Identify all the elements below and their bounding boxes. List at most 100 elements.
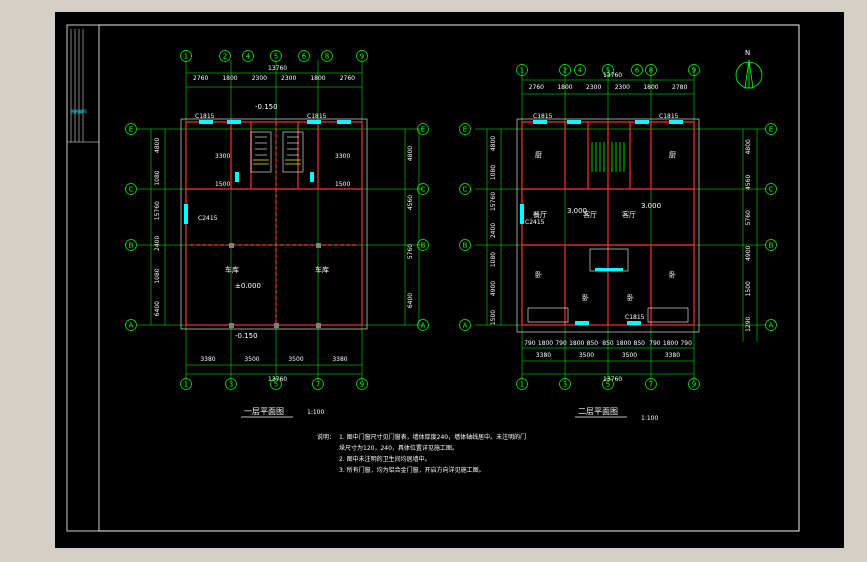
- plan1-top-axis-4: 6: [302, 53, 307, 61]
- plan2-bottom-axis-3-bubble: [645, 378, 657, 390]
- plan1-top-dim-1: 1800: [222, 75, 237, 82]
- plan1-bottom-total: 13760: [268, 376, 287, 383]
- plan1-top-axis-0-bubble: [180, 50, 192, 62]
- plan1-top-axis-2: 4: [246, 53, 251, 61]
- plan1-level-top: -0.150: [255, 103, 278, 111]
- plan2-row-axis-right-2-bubble: [765, 239, 777, 251]
- plan1-row-axis-left-2: B: [129, 242, 134, 250]
- plan1-dim-hall-1: 1500: [215, 181, 230, 188]
- plan2-row-axis-left-2: B: [463, 242, 468, 250]
- plan2-top-dim-5: 2780: [672, 84, 687, 91]
- plan2-room-kitchen-1: 厨: [535, 151, 542, 159]
- plan2-top-axis-0: 1: [520, 67, 524, 75]
- plan1-bottom-axis-4: 9: [360, 381, 364, 389]
- plan1-bottom-axis-1-bubble: [225, 378, 237, 390]
- plan2-left-dim-5: 4900: [490, 281, 497, 296]
- plan2-left-dim-2: 15760: [490, 192, 497, 211]
- plan2-row-axis-right-3: A: [769, 322, 774, 330]
- plan2-top-axis-3: 5: [606, 67, 610, 75]
- plan1-row-axis-right-2-bubble: [417, 239, 429, 251]
- drawing-viewport[interactable]: 图纸编号: [55, 12, 844, 548]
- plan2-row-axis-left-3: A: [463, 322, 468, 330]
- plan1-right-dim-1: 4560: [407, 195, 414, 210]
- plan2-top-axis-4: 6: [635, 67, 640, 75]
- plan2-left-dim-6: 1500: [490, 310, 497, 325]
- plan1-row-axis-left-3-bubble: [125, 319, 137, 331]
- plan2-bottom-sub-dim-5: 850: [602, 340, 614, 347]
- plan1-dim-hall-2: 1500: [335, 181, 350, 188]
- plan1-bottom-axis-2: 5: [274, 381, 278, 389]
- plan2-row-axis-left-2-bubble: [459, 239, 471, 251]
- title-strip: [67, 29, 99, 143]
- plan1-columns: [229, 243, 321, 328]
- plan2-top-axis-5-bubble: [645, 64, 657, 76]
- plan1-top-axis-6: 9: [360, 53, 364, 61]
- plan2-room-bed-3: 卧: [627, 294, 634, 302]
- plan1-left-dim-4: 1080: [154, 268, 161, 283]
- plan1-window-code-1: C1815: [195, 113, 215, 120]
- plan1-left-dim-0: 4800: [154, 138, 161, 153]
- plan2-top-dim-4: 1800: [643, 84, 658, 91]
- plan2-bottom-dim-0: 3380: [536, 352, 551, 359]
- plan2-room-living-2: 客厅: [622, 210, 636, 219]
- plan2-bottom-sub-dim-3: 1800: [569, 340, 584, 347]
- frame-label: 图纸编号: [71, 108, 87, 114]
- plan2-left-dim-3: 2400: [490, 223, 497, 238]
- plan1-row-axis-left-0: E: [129, 126, 133, 134]
- plan2-bottom-dim-2: 3500: [622, 352, 637, 359]
- plan2-right-dim-4: 1500: [745, 281, 752, 296]
- plan1-room-garage-2: 车库: [315, 265, 329, 274]
- plan2-top-axis-0-bubble: [516, 64, 528, 76]
- plan2-bottom-dim-3: 3380: [665, 352, 680, 359]
- plan1-bottom-axis-4-bubble: [356, 378, 368, 390]
- plan1-row-axis-right-2: B: [421, 242, 426, 250]
- plan2-bottom-axis-0-bubble: [516, 378, 528, 390]
- plan2-row-axis-left-0: E: [463, 126, 467, 134]
- plan1-bottom-dim-1: 3500: [244, 356, 259, 363]
- plan2-bottom-sub-dim-9: 1800: [663, 340, 678, 347]
- plan2-top-total: 13760: [603, 72, 622, 79]
- plan1-right-dim-3: 6400: [407, 293, 414, 308]
- plan2-bottom-axis-2: 5: [606, 381, 610, 389]
- plan2-bottom-sub-dim-0: 790: [524, 340, 536, 347]
- plan2-window-code-1: C1815: [533, 113, 553, 120]
- plan2-bottom-axis-1-bubble: [559, 378, 571, 390]
- plan2-bottom-sub-dim-8: 790: [649, 340, 661, 347]
- plan1-top-dim-2: 2300: [252, 75, 267, 82]
- plan2-top-dim-3: 2300: [615, 84, 630, 91]
- notes-line-2: 垛尺寸为120，240，具体位置详见施工图。: [339, 444, 458, 452]
- plan1-window-code-2: C1815: [307, 113, 327, 120]
- plan2-title: 二层平面图: [578, 407, 618, 416]
- plan2-room-kitchen-2: 厨: [669, 151, 676, 159]
- plan2-top-axis-2-bubble: [574, 64, 586, 76]
- plan2-grid: [475, 67, 765, 382]
- plan2-left-dim-1: 1080: [490, 165, 497, 180]
- plan2-row-axis-right-0-bubble: [765, 123, 777, 135]
- plan1-left-dim-1: 1080: [154, 170, 161, 185]
- plan2-bottom-axis-1: 3: [563, 381, 567, 389]
- plan2-bottom-sub-dim-7: 850: [634, 340, 646, 347]
- plan1-top-axis-5-bubble: [321, 50, 333, 62]
- plan2-room-bed-1: 卧: [535, 271, 542, 279]
- plan2-room-living-1: 客厅: [583, 210, 597, 219]
- plan1-top-axis-0: 1: [184, 53, 188, 61]
- plan2-bottom-sub-dim-4: 850: [587, 340, 599, 347]
- plan1-row-axis-left-1: C: [129, 186, 134, 194]
- plan1-top-dim-3: 2300: [281, 75, 296, 82]
- plan2-left-dim-0: 4800: [490, 136, 497, 151]
- plan1-grid: [137, 60, 423, 382]
- plan1-level-main: ±0.000: [235, 282, 261, 290]
- plan1-bottom-dim-3: 3380: [332, 356, 347, 363]
- notes-line-3: 2. 图中未注明的卫生间均居墙中。: [339, 455, 431, 463]
- plan2-bottom-sub-dim-2: 790: [555, 340, 567, 347]
- plan1-row-axis-right-3: A: [421, 322, 426, 330]
- plan2-top-axis-6: 9: [692, 67, 696, 75]
